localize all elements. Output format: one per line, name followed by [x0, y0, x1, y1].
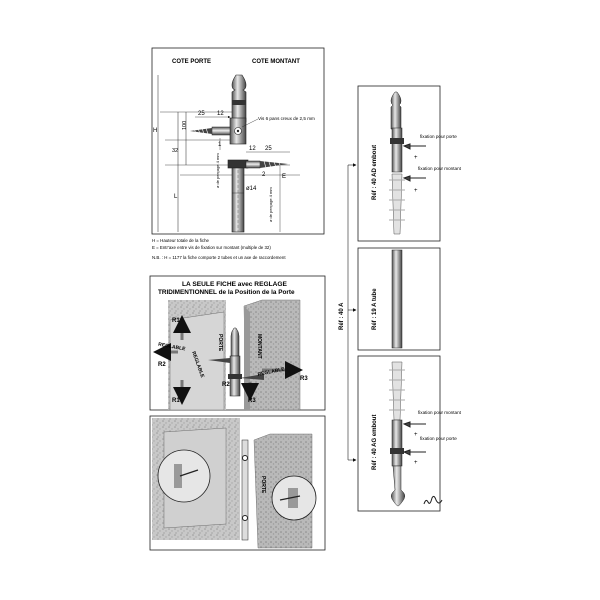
signature-mark	[423, 495, 443, 505]
bottom-diagram: PORTE	[149, 415, 326, 551]
top-diagram: COTE PORTE COTE MONTANT H L 100 32	[151, 47, 325, 235]
dim-12-top: 12	[217, 111, 224, 117]
plus-4: +	[414, 460, 418, 466]
ref-40ag: Réf : 40 AG embout	[372, 415, 378, 470]
dim-2: 2	[262, 172, 266, 178]
note-nb: N.B. : H = 1177 la fiche comporte 2 tube…	[152, 255, 286, 260]
reglable-left: REGLABLE	[158, 342, 187, 353]
dim-100: 100	[182, 121, 188, 130]
perc-door: ø de perçage 4 mm	[215, 153, 220, 188]
r1-top: R1	[172, 318, 180, 324]
ref-40ad: Réf : 40 AD embout	[372, 145, 378, 200]
mid-label-montant: MONTANT	[256, 334, 262, 359]
fix-porte-top-label: fixation pour porte	[420, 134, 457, 139]
r2-mid: R2	[222, 382, 230, 388]
r2-left: R2	[158, 362, 166, 368]
post-panel	[243, 299, 301, 411]
mid-title-2: TRIDIMENTIONNEL de la Position de la Por…	[158, 289, 295, 296]
col-door-label: COTE PORTE	[172, 59, 211, 65]
mid-title-1: LA SEULE FICHE avec REGLAGE	[182, 281, 288, 288]
fix-porte-bot-label: fixation pour porte	[420, 436, 457, 441]
perc-post: ø de perçage 4 mm	[268, 187, 273, 222]
dim-12-mid: 12	[249, 146, 256, 152]
dim-25-mid: 25	[265, 146, 272, 152]
plus-1: +	[414, 155, 418, 161]
note-h: H = Hauteur totale de la fiche	[152, 238, 210, 243]
detail-circle-left	[157, 449, 211, 503]
post-screw	[245, 160, 288, 169]
dim-l: L	[174, 194, 178, 200]
mid-diagram: LA SEULE FICHE avec REGLAGE TRIDIMENTION…	[149, 275, 326, 411]
reglable-right: REGLABLE	[257, 366, 286, 378]
ref-40: Réf : 40 A	[339, 302, 345, 330]
r1-bottom: R1	[172, 398, 180, 404]
r3-right: R3	[300, 376, 308, 382]
dim-32: 32	[172, 148, 178, 154]
col-post-label: COTE MONTANT	[252, 59, 300, 65]
screw-note: Vis 6 pans creux de 2,5 mm	[258, 116, 315, 121]
mid-label-porte: PORTE	[217, 334, 223, 352]
door-screw	[190, 126, 231, 136]
fix-montant-top-label: fixation pour montant	[418, 166, 462, 171]
plus-2: +	[414, 188, 418, 194]
note-e: E = Entr'axe entre vis de fixation sur m…	[152, 245, 271, 250]
right-diagram: Réf : 40 A Réf : 40 AD embout + + fixati…	[339, 85, 462, 512]
r3-bottom: R3	[248, 398, 256, 404]
hinge-finial	[231, 74, 247, 123]
bottom-label-porte: PORTE	[260, 476, 266, 494]
ref-19a: Réf : 19 A tube	[372, 288, 378, 330]
plus-3: +	[414, 432, 418, 438]
dim-h: H	[153, 128, 157, 134]
dim-14: ø14	[246, 186, 257, 192]
fix-montant-bot-label: fixation pour montant	[418, 410, 462, 415]
dim-25-top: 25	[198, 111, 205, 117]
top-notes: H = Hauteur totale de la fiche E = Entr'…	[152, 238, 286, 260]
dim-e: E	[282, 174, 286, 180]
